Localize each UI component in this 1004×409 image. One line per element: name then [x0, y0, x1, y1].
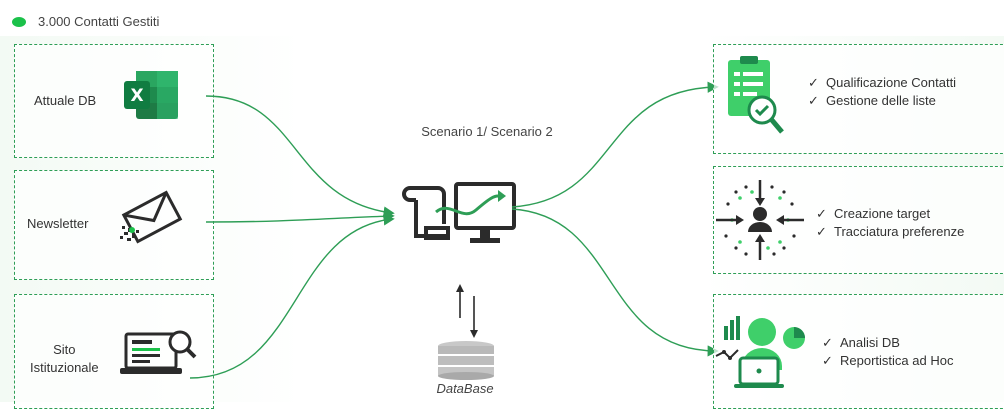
scenario-title: Scenario 1/ Scenario 2 — [421, 124, 553, 139]
output-item: Tracciatura preferenze — [834, 224, 965, 239]
check-icon: ✓ — [822, 335, 833, 350]
source-label-attuale-db: Attuale DB — [34, 93, 97, 108]
check-icon: ✓ — [816, 206, 827, 221]
connector-newsletter — [205, 210, 395, 223]
transfer-arrows-icon — [456, 284, 478, 338]
legend: 3.000 Contatti Gestiti — [12, 14, 159, 29]
source-box-newsletter — [14, 170, 214, 280]
analytics-user-icon — [715, 316, 805, 388]
output-item: Gestione delle liste — [826, 93, 936, 108]
output-item: Reportistica ad Hoc — [840, 353, 954, 368]
connector-sito — [189, 214, 395, 379]
connector-analisi — [511, 208, 719, 357]
check-icon: ✓ — [822, 353, 833, 368]
envelope-icon — [120, 190, 183, 244]
source-label-sito-line1: Sito — [53, 342, 76, 357]
check-icon: ✓ — [808, 75, 819, 90]
output-list-analisi: ✓ Analisi DB ✓ Reportistica ad Hoc — [822, 334, 953, 370]
source-label-newsletter: Newsletter — [27, 216, 89, 231]
check-icon: ✓ — [816, 224, 827, 239]
database-icon — [438, 341, 494, 380]
source-box-attuale-db — [14, 44, 214, 158]
website-search-icon — [120, 330, 197, 374]
clipboard-check-icon — [728, 56, 784, 134]
source-label-sito-line2: Istituzionale — [30, 359, 99, 375]
workflow-monitor-icon — [402, 182, 516, 243]
legend-dot — [12, 16, 26, 27]
connector-qualificazione — [511, 81, 719, 208]
excel-icon: X — [124, 71, 178, 119]
check-icon: ✓ — [808, 93, 819, 108]
output-item: Qualificazione Contatti — [826, 75, 957, 90]
database-label: DataBase — [436, 381, 494, 396]
source-label-sito: Sito Istituzionale — [30, 341, 99, 376]
output-item: Analisi DB — [840, 335, 900, 350]
target-user-icon — [716, 180, 804, 260]
output-list-target: ✓ Creazione target ✓ Tracciatura preferenz… — [816, 205, 964, 241]
output-item: Creazione target — [834, 206, 931, 221]
connector-attuale-db — [205, 95, 395, 218]
legend-label: 3.000 Contatti Gestiti — [38, 14, 160, 29]
svg-text:X: X — [130, 86, 143, 106]
output-list-qualificazione: ✓ Qualificazione Contatti ✓ Gestione delle… — [808, 74, 956, 110]
